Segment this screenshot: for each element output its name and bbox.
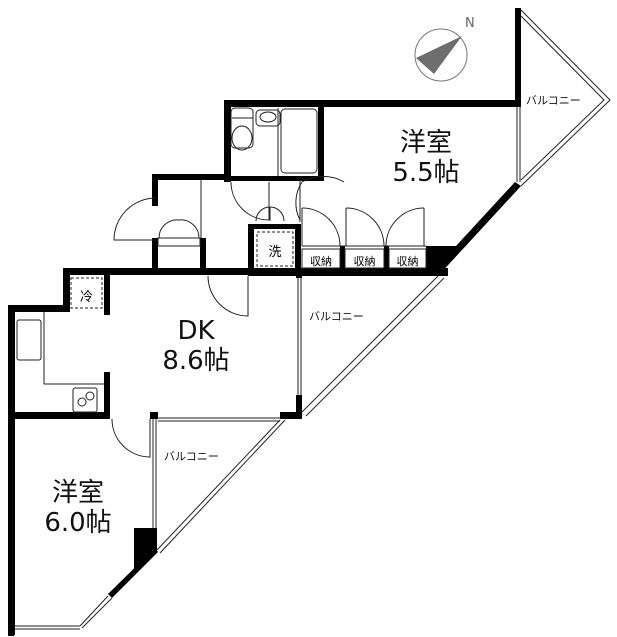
compass-north-icon (414, 28, 468, 82)
balcony-label-top: バルコニー (526, 94, 581, 107)
room-size: 5.5帖 (392, 158, 460, 188)
room-size: 8.6帖 (162, 346, 230, 376)
room-name: 洋室 (51, 478, 104, 508)
room-name: DK (177, 316, 215, 346)
room-dk: DK 8.6帖 (148, 318, 244, 374)
room-western-6-0: 洋室 6.0帖 (30, 480, 126, 536)
balcony-label-bottom: バルコニー (164, 450, 219, 463)
compass-north-label: N (465, 16, 475, 31)
room-western-5-5: 洋室 5.5帖 (378, 130, 474, 186)
storage-label-2: 収納 (353, 255, 376, 268)
storage-label-3: 収納 (396, 255, 419, 268)
room-name: 洋室 (399, 128, 452, 158)
fridge-label: 冷 (79, 290, 93, 305)
thin-lines (14, 9, 611, 630)
walls (8, 8, 521, 636)
washer-label: 洗 (268, 245, 282, 260)
balcony-label-middle: バルコニー (309, 310, 364, 323)
storage-label-1: 収納 (310, 255, 332, 268)
room-size: 6.0帖 (44, 508, 112, 538)
